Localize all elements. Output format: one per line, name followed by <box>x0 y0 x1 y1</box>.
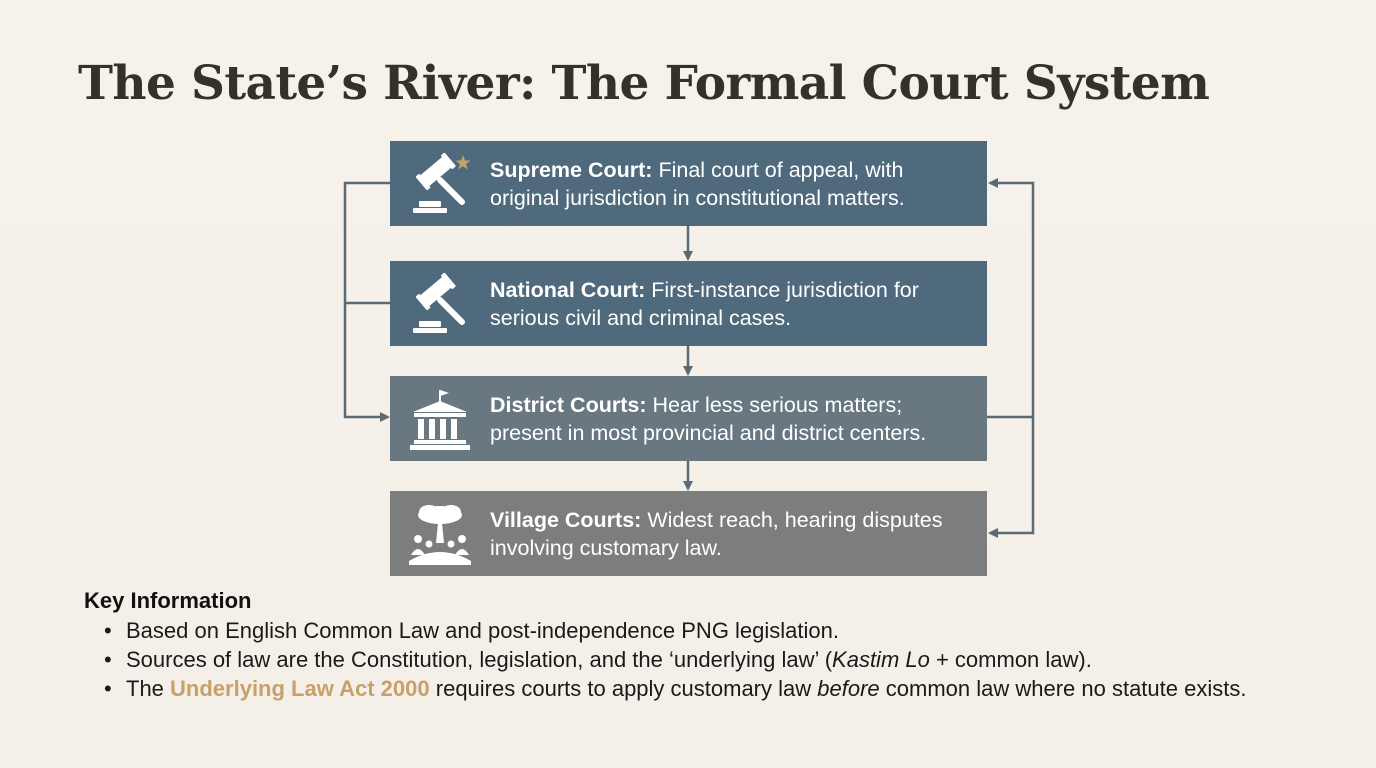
key-item-3-part1: The <box>126 676 171 701</box>
village-courts-description: Widest reach, hearing disputes involving… <box>490 507 943 560</box>
national-court-name: National Court: <box>490 277 646 302</box>
left-connector-line <box>343 181 390 422</box>
supreme-court-text: Supreme Court: Final court of appeal, wi… <box>490 156 987 212</box>
key-item-1-text: Based on English Common Law and post-ind… <box>126 618 839 643</box>
district-courts-description: Hear less serious matters; present in mo… <box>490 392 927 445</box>
bullet-icon: • <box>104 618 112 643</box>
village-courts-text: Village Courts: Widest reach, hearing di… <box>490 506 987 562</box>
bullet-icon: • <box>104 676 112 701</box>
key-item-2-part1: Sources of law are the Constitution, leg… <box>126 647 833 672</box>
national-court-description: First-instance jurisdiction for serious … <box>490 277 919 330</box>
list-item: • Sources of law are the Constitution, l… <box>84 645 1314 674</box>
bullet-icon: • <box>104 647 112 672</box>
supreme-court-description: Final court of appeal, with original jur… <box>490 157 905 210</box>
key-information-heading: Key Information <box>84 588 252 613</box>
page-title: The State’s River: The Formal Court Syst… <box>78 56 1210 111</box>
national-court-box: National Court: First-instance jurisdict… <box>390 261 987 346</box>
right-connector-down <box>988 417 1035 538</box>
district-courts-name: District Courts: <box>490 392 647 417</box>
key-item-2-part2: + common law). <box>929 647 1092 672</box>
gavel-icon <box>390 261 490 346</box>
key-item-3-part2: requires courts to apply customary law <box>429 676 818 701</box>
key-item-2-italic: Kastim Lo <box>832 647 930 672</box>
underlying-law-act-highlight: Underlying Law Act 2000 <box>170 676 430 701</box>
district-courts-text: District Courts: Hear less serious matte… <box>490 391 987 447</box>
national-court-text: National Court: First-instance jurisdict… <box>490 276 987 332</box>
courthouse-icon <box>390 376 490 461</box>
right-connector-up <box>988 178 1035 417</box>
list-item: • The Underlying Law Act 2000 requires c… <box>84 674 1314 703</box>
district-courts-box: District Courts: Hear less serious matte… <box>390 376 987 461</box>
key-information-section: Key Information • Based on English Commo… <box>84 588 1314 703</box>
supreme-court-box: Supreme Court: Final court of appeal, wi… <box>390 141 987 226</box>
key-information-list: • Based on English Common Law and post-i… <box>84 616 1314 703</box>
village-courts-box: Village Courts: Widest reach, hearing di… <box>390 491 987 576</box>
gavel-star-icon <box>390 141 490 226</box>
key-item-3-part3: common law where no statute exists. <box>879 676 1247 701</box>
village-courts-name: Village Courts: <box>490 507 642 532</box>
supreme-court-name: Supreme Court: <box>490 157 653 182</box>
village-tree-icon <box>390 491 490 576</box>
key-item-3-italic: before <box>817 676 880 701</box>
list-item: • Based on English Common Law and post-i… <box>84 616 1314 645</box>
